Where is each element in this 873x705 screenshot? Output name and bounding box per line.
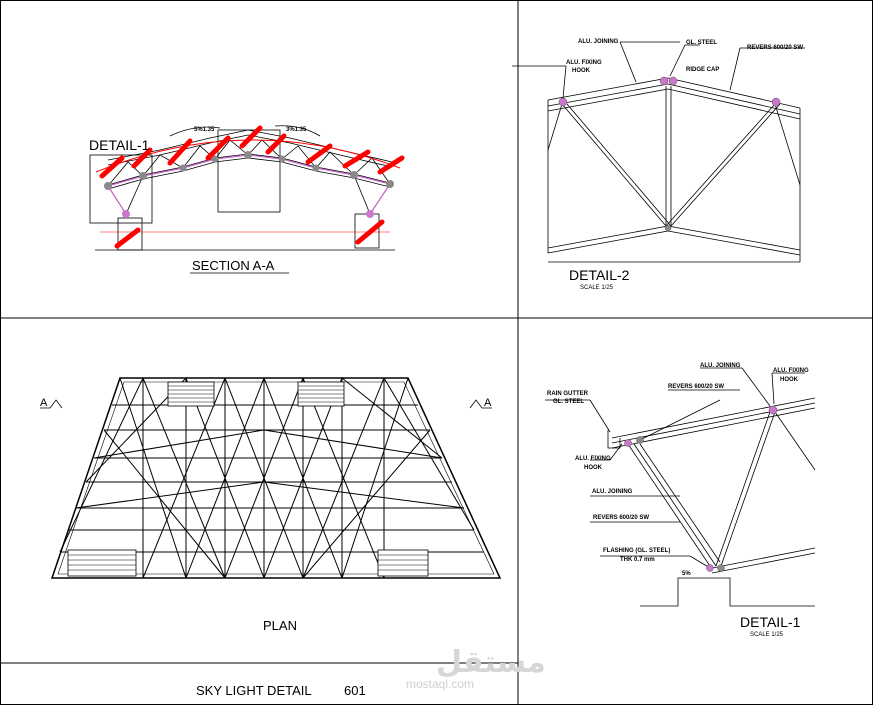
d1-note-fixing-hook-2: HOOK bbox=[584, 465, 603, 471]
d1-note-alu-joining-top: ALU. JOINING bbox=[700, 363, 741, 369]
d1-note-fixing-hook-top-2: HOOK bbox=[780, 377, 799, 383]
section-dim-right: 3%1.35 bbox=[286, 127, 307, 133]
d1-note-flashing-2: THK 0.7 mm bbox=[620, 557, 655, 563]
watermark-latin: mostaql.com bbox=[406, 677, 474, 691]
detail-2-title: DETAIL-2 bbox=[569, 267, 630, 283]
section-nodes bbox=[104, 151, 394, 218]
detail-2-nodes bbox=[558, 76, 781, 232]
section-detail-tag: DETAIL-1 bbox=[89, 137, 150, 153]
d1-note-revers: REVERS 600/20 SW bbox=[668, 384, 724, 390]
plan-hatched-panels bbox=[67, 381, 429, 577]
d2-note-gl-steel: GL. STEEL bbox=[686, 40, 717, 46]
d2-note-ridge-cap: RIDGE CAP bbox=[686, 67, 719, 73]
d2-note-revers: REVERS 600/20 SW bbox=[747, 45, 803, 51]
sheet-title: SKY LIGHT DETAIL bbox=[196, 683, 312, 698]
section-redline-curve bbox=[95, 139, 401, 173]
d1-note-rain-gutter-1: RAIN GUTTER bbox=[547, 391, 589, 397]
detail-1-title: DETAIL-1 bbox=[740, 614, 801, 630]
section-title: SECTION A-A bbox=[192, 258, 275, 273]
d1-note-fixing-hook-1: ALU. FIXING bbox=[575, 456, 611, 462]
detail-1-drawing bbox=[545, 367, 816, 607]
detail-2-drawing bbox=[512, 41, 805, 263]
d2-note-fixing-hook-1: ALU. FIXING bbox=[566, 60, 602, 66]
plan-title: PLAN bbox=[263, 618, 297, 633]
d1-note-revers-2: REVERS 600/20 SW bbox=[593, 515, 649, 521]
d2-note-alu-joining: ALU. JOINING bbox=[578, 39, 619, 45]
plan-marker-left: A bbox=[40, 397, 48, 409]
plan-drawing bbox=[50, 377, 502, 579]
detail-2-scale: SCALE 1/25 bbox=[580, 285, 614, 291]
d1-note-fixing-hook-top-1: ALU. FIXING bbox=[773, 368, 809, 374]
d1-note-flashing-1: FLASHING (GL. STEEL) bbox=[603, 548, 670, 554]
d1-note-slope: 5% bbox=[682, 571, 691, 577]
detail-1-nodes bbox=[624, 405, 778, 572]
d2-note-fixing-hook-2: HOOK bbox=[572, 68, 591, 74]
plan-hatch-lines bbox=[68, 385, 428, 571]
sheet-number: 601 bbox=[344, 683, 366, 698]
plan-section-markers bbox=[40, 399, 492, 409]
detail-1-scale: SCALE 1/25 bbox=[750, 632, 784, 638]
plan-marker-right: A bbox=[484, 397, 492, 409]
section-dim-left: 5%1.35 bbox=[194, 127, 215, 133]
d1-note-rain-gutter-2: GL. STEEL bbox=[553, 399, 584, 405]
watermark-arabic: مستقل bbox=[436, 645, 546, 680]
d1-note-alu-joining: ALU. JOINING bbox=[592, 489, 633, 495]
section-redline-marks bbox=[99, 125, 405, 249]
